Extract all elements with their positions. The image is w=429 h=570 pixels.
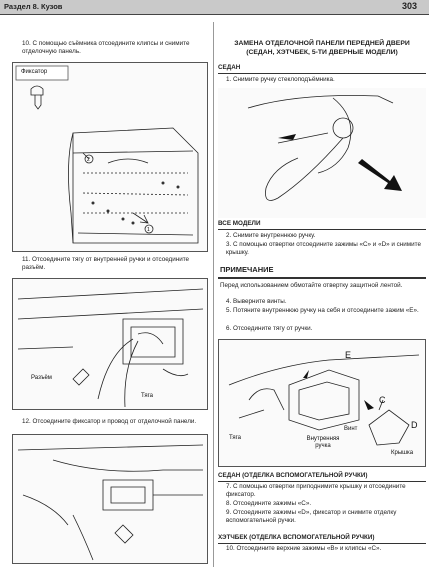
figure-inner-handle: E C D Тяга Винт Внутренняя ручка Крышка bbox=[218, 339, 426, 467]
sedan-heading-rule bbox=[218, 73, 426, 74]
window-crank-drawing bbox=[247, 95, 402, 201]
page-header: Раздел 8. Кузов 303 bbox=[0, 0, 429, 16]
left-step-10: 10. С помощью съёмника отсоедините клипс… bbox=[22, 40, 190, 55]
note-text: Перед использованием обмотайте отвертку … bbox=[220, 282, 403, 289]
step-8: 8. Отсоедините зажимы «C». bbox=[226, 500, 312, 507]
figure-handle-rod: Разъём Тяга bbox=[12, 278, 208, 410]
handle-rod-drawing bbox=[17, 288, 204, 408]
hatch-aux-rule bbox=[218, 543, 426, 544]
step-5: 5. Потяните внутреннюю ручку на себя и о… bbox=[226, 307, 419, 314]
step-10-right: 10. Отсоедините верхние зажимы «B» и кли… bbox=[226, 545, 382, 552]
step-4: 4. Выверните винты. bbox=[226, 298, 287, 305]
fig4-label-inner-handle: Внутренняя ручка bbox=[306, 436, 340, 449]
left-step-12: 12. Отсоедините фиксатор и провод от отд… bbox=[22, 418, 197, 425]
fixator-wire-drawing bbox=[17, 444, 204, 561]
door-panel-drawing: 2 1 bbox=[15, 65, 199, 244]
header-bar bbox=[0, 0, 429, 15]
note-heading: ПРИМЕЧАНИЕ bbox=[220, 265, 274, 274]
sedan-step-1: 1. Снимите ручку стеклоподъёмника. bbox=[226, 76, 335, 83]
right-title-line1: ЗАМЕНА ОТДЕЛОЧНОЙ ПАНЕЛИ ПЕРЕДНЕЙ ДВЕРИ bbox=[234, 40, 410, 47]
fig4-label-screw: Винт bbox=[344, 426, 358, 432]
sedan-aux-heading: СЕДАН (ОТДЕЛКА ВСПОМОГАТЕЛЬНОЙ РУЧКИ) bbox=[218, 472, 368, 479]
fig1-label-fixator: Фиксатор bbox=[21, 69, 48, 75]
right-title-line2: (СЕДАН, ХЭТЧБЕК, 5-ТИ ДВЕРНЫЕ МОДЕЛИ) bbox=[246, 49, 398, 56]
all-models-heading: ВСЕ МОДЕЛИ bbox=[218, 220, 261, 227]
inner-handle-drawing bbox=[228, 354, 420, 446]
column-divider bbox=[213, 22, 214, 567]
figure-door-panel-clips: 2 1 Фиксатор bbox=[12, 62, 208, 252]
sedan-heading: СЕДАН bbox=[218, 64, 241, 71]
section-title: Раздел 8. Кузов bbox=[4, 2, 63, 11]
step-6: 6. Отсоедините тягу от ручки. bbox=[226, 325, 313, 332]
svg-text:2: 2 bbox=[87, 157, 90, 163]
step-9: 9. Отсоедините зажимы «D», фиксатор и сн… bbox=[226, 509, 397, 524]
all-step-2: 2. Снимите внутреннюю ручку. bbox=[226, 232, 316, 239]
page-number: 303 bbox=[401, 1, 417, 11]
fig4-label-c: C bbox=[379, 395, 386, 405]
fig4-label-rod: Тяга bbox=[229, 435, 241, 441]
hatch-aux-heading: ХЭТЧБЕК (ОТДЕЛКА ВСПОМОГАТЕЛЬНОЙ РУЧКИ) bbox=[218, 534, 375, 541]
sedan-aux-rule bbox=[218, 481, 426, 482]
all-step-3: 3. С помощью отвертки отсоедините зажимы… bbox=[226, 241, 421, 256]
fig2-label-connector: Разъём bbox=[31, 375, 52, 381]
left-step-11: 11. Отсоедините тягу от внутренней ручки… bbox=[22, 256, 190, 271]
svg-text:1: 1 bbox=[147, 227, 150, 233]
note-rule bbox=[218, 277, 426, 279]
fig4-label-cover: Крышка bbox=[391, 450, 414, 456]
fig2-label-rod: Тяга bbox=[141, 393, 153, 399]
fig4-label-e: E bbox=[345, 350, 352, 360]
step-7: 7. С помощью отвертки приподнимите крышк… bbox=[226, 483, 406, 498]
figure-fixator-wire bbox=[12, 434, 208, 564]
all-models-rule bbox=[218, 229, 426, 230]
figure-window-crank bbox=[218, 88, 426, 218]
fig4-label-d: D bbox=[411, 420, 418, 430]
